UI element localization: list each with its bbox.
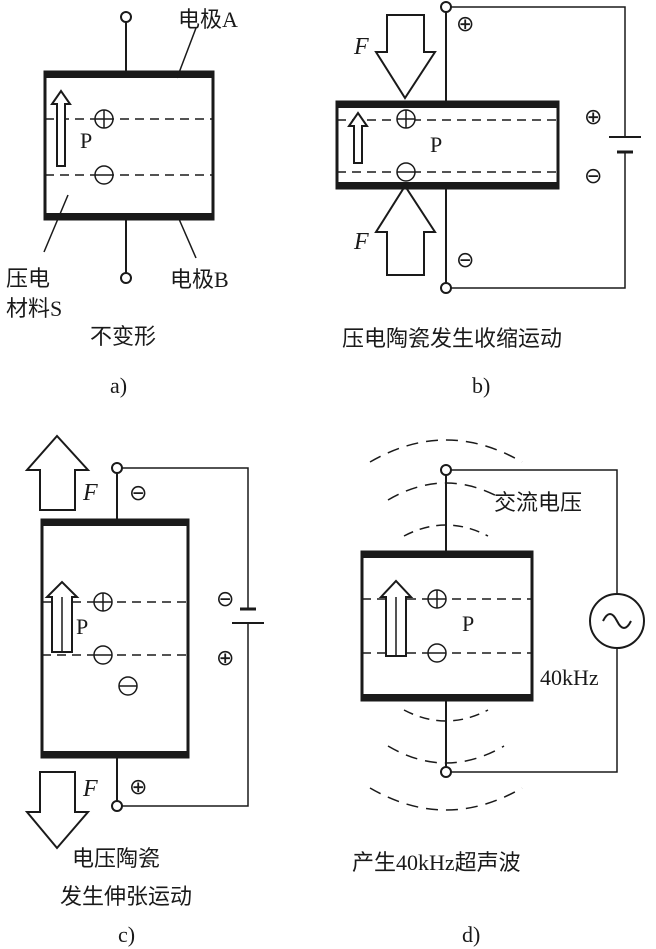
minus-sign-b-battery: ⊖	[584, 164, 602, 189]
electrode-top-c	[42, 520, 188, 526]
panel-label-b: b)	[472, 373, 490, 398]
electrode-b-label: 电极B	[170, 267, 229, 292]
force-label-bottom-c: F	[82, 776, 98, 802]
wire-d-top	[451, 469, 618, 594]
force-arrow-up-icon	[374, 184, 437, 276]
caption-a: 不变形	[90, 324, 156, 349]
minus-sign-c-battery: ⊖	[216, 587, 234, 612]
wire-c-top	[122, 467, 249, 609]
wire-d-bottom	[451, 648, 618, 773]
caption-d: 产生40kHz超声波	[352, 850, 521, 875]
minus-sign-c-top: ⊖	[129, 481, 147, 506]
leader-electrode-b	[178, 218, 197, 259]
terminal-c-bottom	[111, 800, 123, 812]
polarization-label-a: P	[80, 128, 92, 153]
terminal-d-bottom	[440, 766, 452, 778]
panel-b: F F P ⊕ ⊕ ⊖ ⊖ 压电陶瓷发生收缩运动 b)	[335, 1, 641, 398]
polarization-arrow-a	[50, 89, 72, 167]
terminal-c-top	[111, 462, 123, 474]
terminal-a-top	[120, 11, 132, 23]
force-arrow-down-icon	[374, 14, 437, 100]
electrode-a-plate	[45, 72, 213, 78]
caption-b: 压电陶瓷发生收缩运动	[342, 326, 562, 351]
polarization-label-b: P	[430, 132, 442, 157]
terminal-a-bottom	[120, 272, 132, 284]
force-label-bottom-b: F	[353, 229, 369, 255]
polarization-label-c: P	[76, 614, 88, 639]
polarization-label-d: P	[462, 611, 474, 636]
panel-label-d: d)	[462, 922, 480, 947]
piezo-block-a	[43, 70, 215, 221]
force-arrow-down-icon	[24, 771, 91, 850]
caption-c-line1: 电压陶瓷	[72, 846, 160, 871]
sound-wave-top-outer	[369, 439, 523, 463]
panel-label-a: a)	[110, 373, 127, 398]
leader-electrode-a	[176, 27, 197, 79]
terminal-d-top	[440, 464, 452, 476]
electrode-bottom-b	[337, 182, 558, 188]
piezo-block-b	[335, 100, 560, 190]
force-label-top-b: F	[353, 34, 369, 60]
terminal-b-top	[440, 1, 452, 13]
leader-material	[43, 194, 69, 253]
caption-c-line2: 发生伸张运动	[60, 884, 192, 909]
plus-sign-c-bottom: ⊕	[129, 775, 147, 800]
sound-wave-bottom-outer	[369, 787, 523, 811]
electrode-b-plate	[45, 213, 213, 219]
electrode-bottom-c	[42, 751, 188, 757]
panel-label-c: c)	[118, 922, 135, 947]
sine-wave-icon	[602, 613, 632, 629]
wire-b-top	[451, 6, 626, 137]
material-label-line1: 压电	[6, 266, 50, 291]
polarization-arrow-b	[347, 111, 369, 164]
terminal-b-bottom	[440, 282, 452, 294]
material-label-line2: 材料S	[6, 296, 62, 321]
panel-c: F F P ⊖ ⊖ ⊕ ⊕ 电压陶瓷 发生伸张运动 c)	[24, 434, 264, 947]
force-label-top-c: F	[82, 480, 98, 506]
plus-sign-b-battery: ⊕	[584, 105, 602, 130]
panel-a: P 电极A 电极B 压电 材料S 不变形 a)	[6, 7, 238, 398]
minus-sign-b-bottom: ⊖	[456, 248, 474, 273]
ac-voltage-label: 交流电压	[494, 490, 582, 515]
frequency-label: 40kHz	[540, 665, 599, 690]
electrode-top-d	[362, 552, 532, 558]
wire-c-bottom	[122, 623, 249, 807]
wire-b-bottom	[451, 152, 626, 289]
panel-d: P 交流电压 40kHz 产生40kHz超声波 d)	[352, 439, 645, 947]
force-arrow-up-icon	[24, 434, 91, 511]
electrode-a-label: 电极A	[178, 7, 238, 32]
electrode-bottom-d	[362, 694, 532, 700]
plus-sign-c-battery: ⊕	[216, 646, 234, 671]
electrode-top-b	[337, 102, 558, 108]
plus-sign-b-top: ⊕	[456, 12, 474, 37]
